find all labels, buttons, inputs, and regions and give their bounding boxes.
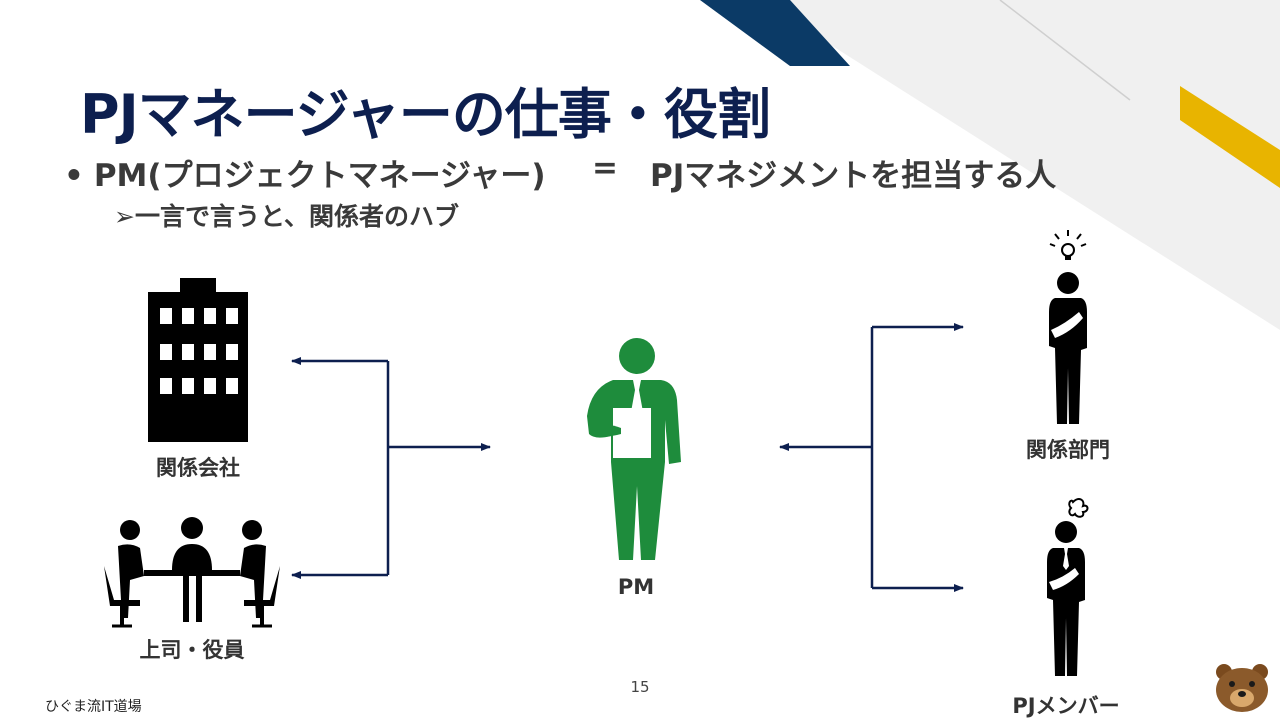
confused-person-icon <box>1047 498 1089 676</box>
bullet-definition: PJマネジメントを担当する人 <box>650 158 1057 194</box>
node-label-boss-executives: 上司・役員 <box>139 638 245 662</box>
node-label-related-departments: 関係部門 <box>1026 438 1110 462</box>
bullet-term: PM(プロジェクトマネージャー) <box>93 158 546 194</box>
page-number: 15 <box>630 678 650 696</box>
node-label-partner-company: 関係会社 <box>156 456 240 480</box>
footer-brand: ひぐま流IT道場 <box>45 699 142 715</box>
bullet-marker: • <box>64 158 84 194</box>
bullet-main: •PM(プロジェクトマネージャー) = PJマネジメントを担当する人 <box>64 150 1056 195</box>
meeting-icon <box>104 517 280 628</box>
node-label-pm: PM <box>617 575 655 599</box>
thinking-person-icon <box>1049 230 1087 424</box>
slide-title: PJマネージャーの仕事・役割 <box>80 83 771 146</box>
node-label-pj-members: PJメンバー <box>1012 694 1120 718</box>
pm-figure-icon <box>587 338 681 560</box>
sub-bullet: ➢一言で言うと、関係者のハブ <box>114 202 459 231</box>
building-icon <box>148 278 248 442</box>
bear-mascot-icon <box>1216 664 1268 712</box>
bullet-equals: = <box>592 150 618 186</box>
